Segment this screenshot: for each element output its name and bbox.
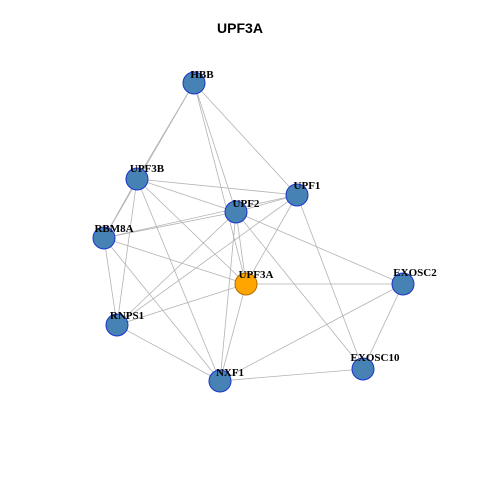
node-nxf1[interactable]: NXF1: [208, 367, 244, 393]
node-upf2[interactable]: UPF2: [224, 198, 260, 224]
edge-upf3a-nxf1: [219, 283, 247, 382]
node-label: NXF1: [216, 367, 244, 379]
node-label: UPF1: [294, 180, 321, 192]
node-label: EXOSC10: [351, 352, 400, 364]
node-label: RNPS1: [110, 310, 144, 322]
node-exosc10[interactable]: EXOSC10: [351, 352, 400, 381]
node-rbm8a[interactable]: RBM8A: [92, 223, 134, 250]
node-upf1[interactable]: UPF1: [285, 180, 321, 207]
edge-upf1-rbm8a: [103, 194, 298, 239]
graph-title: UPF3A: [217, 20, 263, 36]
node-label: UPF3A: [239, 269, 274, 281]
node-circle[interactable]: [224, 200, 248, 224]
node-label: EXOSC2: [393, 267, 437, 279]
edge-hbb-upf1: [193, 82, 298, 196]
edge-upf3b-upf3a: [136, 178, 247, 285]
node-label: HBB: [190, 69, 214, 81]
edge-upf1-rnps1: [116, 194, 298, 326]
edge-upf3a-rnps1: [116, 283, 247, 326]
edge-rbm8a-nxf1: [103, 237, 221, 382]
edge-upf3b-rnps1: [116, 178, 138, 326]
edge-upf2-exosc2: [235, 211, 404, 285]
edge-exosc10-nxf1: [219, 368, 364, 382]
edge-upf2-rnps1: [116, 211, 237, 326]
edge-upf3b-upf2: [136, 178, 237, 213]
node-circle[interactable]: [285, 183, 309, 207]
node-circle[interactable]: [125, 167, 149, 191]
edge-hbb-upf3a: [193, 82, 247, 285]
edge-hbb-upf2: [193, 82, 237, 213]
node-circle[interactable]: [208, 369, 232, 393]
edge-exosc2-nxf1: [219, 283, 404, 382]
node-circle[interactable]: [105, 313, 129, 337]
edge-upf1-upf3a: [245, 194, 298, 285]
edge-upf3b-upf1: [136, 178, 298, 196]
edge-upf1-exosc10: [296, 194, 364, 370]
edge-upf2-nxf1: [219, 211, 237, 382]
edge-rbm8a-upf3a: [103, 237, 247, 285]
edge-upf3b-nxf1: [136, 178, 221, 382]
node-label: RBM8A: [94, 223, 133, 235]
edge-upf2-upf3a: [235, 211, 247, 285]
node-upf3b[interactable]: UPF3B: [125, 163, 165, 191]
edge-upf2-exosc10: [235, 211, 364, 370]
edge-exosc2-exosc10: [362, 283, 404, 370]
node-label: UPF3B: [130, 163, 165, 175]
node-circle[interactable]: [234, 272, 258, 296]
node-upf3a[interactable]: UPF3A: [234, 269, 274, 296]
node-circle[interactable]: [182, 71, 206, 95]
edge-upf2-rbm8a: [103, 211, 237, 239]
node-circle[interactable]: [92, 226, 116, 250]
node-circle[interactable]: [351, 357, 375, 381]
node-label: UPF2: [233, 198, 260, 210]
edge-layer: [103, 82, 404, 382]
node-rnps1[interactable]: RNPS1: [105, 310, 144, 337]
edge-rbm8a-rnps1: [103, 237, 118, 326]
node-circle[interactable]: [391, 272, 415, 296]
node-hbb[interactable]: HBB: [182, 69, 214, 95]
edge-rnps1-nxf1: [116, 324, 221, 382]
edge-hbb-rbm8a: [103, 82, 195, 239]
node-exosc2[interactable]: EXOSC2: [391, 267, 437, 296]
